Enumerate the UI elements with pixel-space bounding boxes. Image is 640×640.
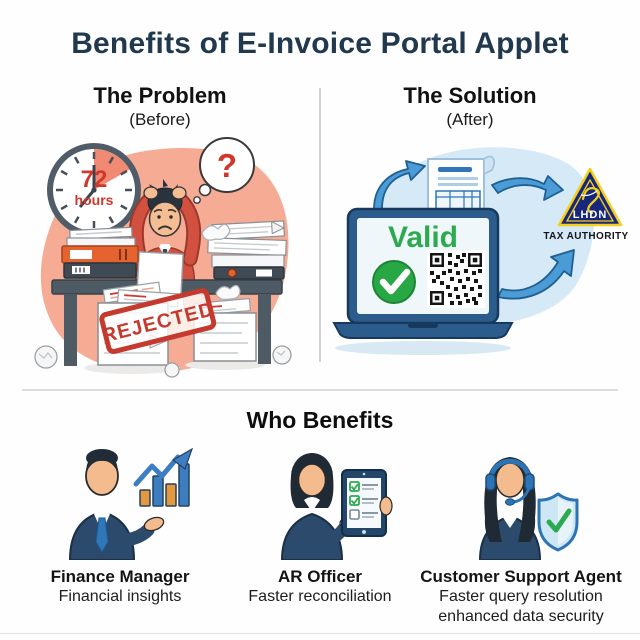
solution-header: The Solution (After) <box>310 84 630 130</box>
support-agent-icon <box>478 457 579 561</box>
valid-status-text: Valid <box>388 221 458 254</box>
solution-subheading: (After) <box>446 110 494 129</box>
laptop-icon: Valid <box>332 207 514 355</box>
persona-role: Customer Support Agent <box>420 567 622 586</box>
right-desk-pile <box>201 220 287 280</box>
persona-benefit-secondary: enhanced data security <box>438 608 604 625</box>
persona-customer-support-agent: Customer Support Agent Faster query reso… <box>409 448 633 627</box>
arrow-right-icon <box>491 175 564 201</box>
bar-chart-icon <box>133 447 194 507</box>
persona-role: Finance Manager <box>50 567 190 586</box>
persona-finance-manager: Finance Manager Financial insights <box>10 447 230 607</box>
problem-illustration: 72 hours ? <box>34 137 292 378</box>
persona-benefit: Faster query resolution <box>439 588 603 605</box>
clock-hours-value: 72 <box>81 166 108 193</box>
growth-arrow-icon <box>171 447 194 470</box>
manager-bust <box>68 449 165 561</box>
clock-hours-unit: hours <box>75 192 114 208</box>
flow-arrows <box>373 160 575 300</box>
lhdn-logo: LHDN TAX AUTHORITY <box>543 167 628 242</box>
problem-heading: The Problem <box>93 83 227 108</box>
bottom-edge-line <box>0 633 640 634</box>
qr-code-icon <box>427 250 485 308</box>
check-circle-icon <box>372 260 416 304</box>
crumpled-paper-balls <box>34 345 292 378</box>
solution-illustration: Valid <box>332 147 628 355</box>
ar-officer-icon <box>280 453 393 561</box>
crumpled-paper <box>201 223 231 241</box>
left-desk-pile <box>61 226 139 279</box>
question-mark: ? <box>217 147 237 184</box>
persona-ar-officer: AR Officer Faster reconciliation <box>215 448 425 607</box>
right-floor-stack <box>193 284 257 362</box>
tax-authority-caption: TAX AUTHORITY <box>543 231 628 242</box>
invoice-document-icon <box>427 155 495 214</box>
problem-header: The Problem (Before) <box>0 84 320 130</box>
clock-icon: 72 hours <box>47 143 141 237</box>
persona-benefit: Financial insights <box>58 588 182 605</box>
crumpled-paper <box>215 284 241 300</box>
persona-role: AR Officer <box>277 567 363 586</box>
who-benefits-heading: Who Benefits <box>246 407 394 433</box>
page-title: Benefits of E-Invoice Portal Applet <box>71 27 569 60</box>
thought-bubble-icon: ? <box>193 137 255 204</box>
lhdn-acronym: LHDN <box>573 209 608 221</box>
tablet-checklist-icon <box>341 469 393 537</box>
shield-check-icon <box>537 492 579 552</box>
arrow-up-icon <box>373 160 426 210</box>
agent-bust <box>478 457 542 561</box>
horizontal-divider <box>22 389 618 391</box>
vertical-divider <box>319 88 321 362</box>
finance-manager-icon <box>68 447 194 561</box>
persona-benefit: Faster reconciliation <box>248 588 392 605</box>
arrow-upright-icon <box>497 249 575 300</box>
solution-heading: The Solution <box>403 83 537 108</box>
headset-icon <box>485 458 535 506</box>
problem-subheading: (Before) <box>129 110 191 129</box>
lhdn-emblem <box>581 187 600 215</box>
